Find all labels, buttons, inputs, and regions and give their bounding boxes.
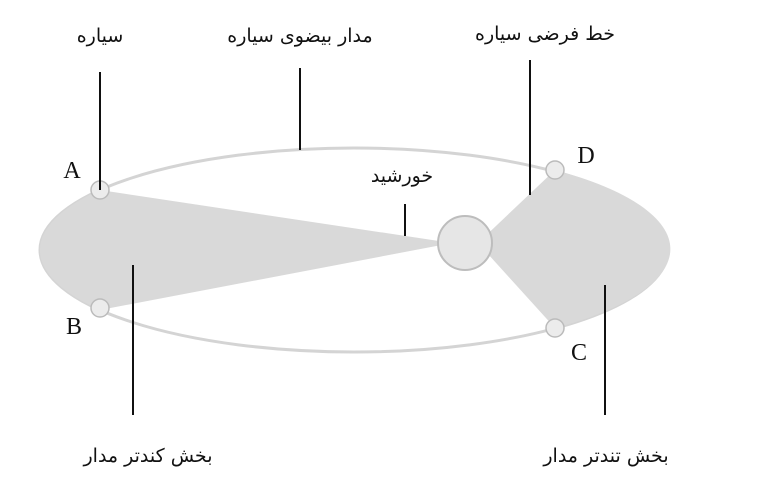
point-label-d: D	[577, 143, 594, 169]
label-slower-section: بخش کندتر مدار	[83, 445, 213, 467]
faster-sector-area	[478, 170, 671, 328]
point-label-a: A	[63, 158, 81, 184]
label-planet: سیاره	[77, 25, 124, 47]
label-faster-section: بخش تندتر مدار	[542, 445, 668, 467]
label-imaginary-line: خط فرضی سیاره	[475, 23, 615, 45]
planet-c	[545, 318, 565, 338]
point-label-b: B	[66, 314, 82, 340]
label-elliptical-orbit: مدار بیضوی سیاره	[227, 25, 372, 47]
sun	[437, 215, 493, 271]
planet-b	[90, 298, 110, 318]
label-sun: خورشید	[371, 165, 433, 187]
point-label-c: C	[571, 340, 587, 366]
planet-d	[545, 160, 565, 180]
slower-sector-area	[39, 190, 453, 310]
